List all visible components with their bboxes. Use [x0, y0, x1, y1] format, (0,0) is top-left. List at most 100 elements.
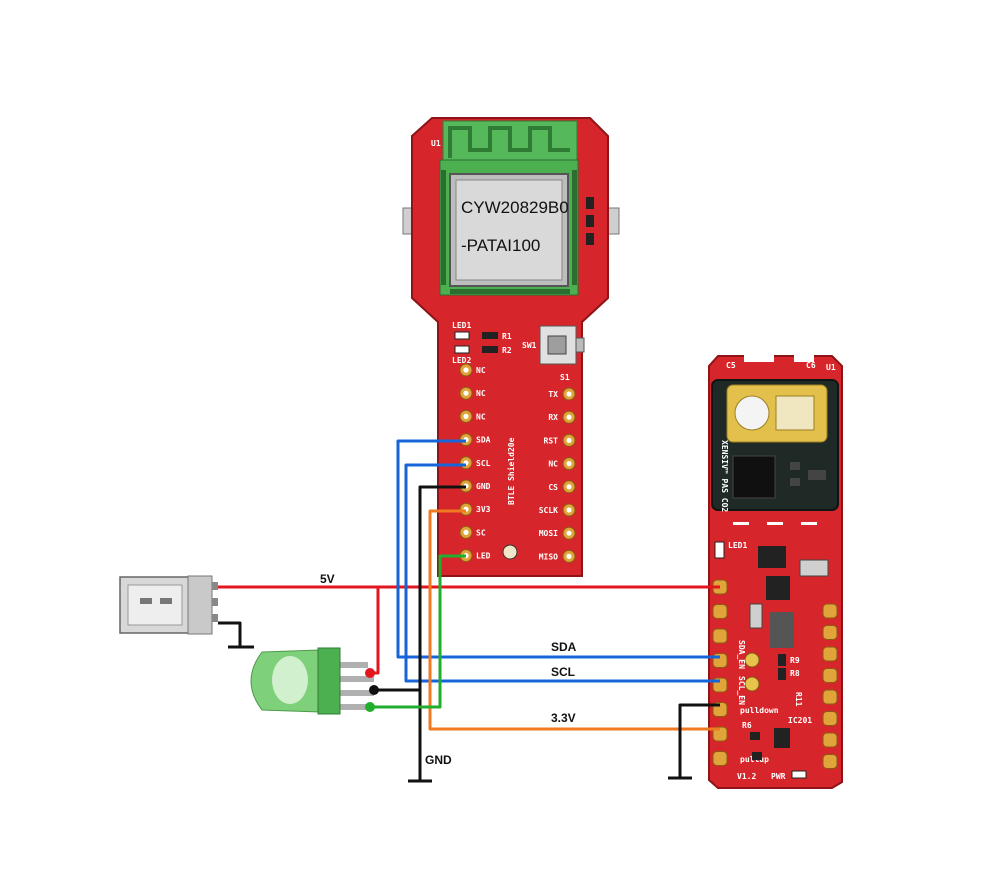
capacitor	[586, 233, 594, 245]
usb-pin	[212, 598, 218, 606]
led2-footprint	[454, 345, 470, 354]
silk-c6: C6	[806, 361, 816, 370]
left-pin-label: 3V3	[476, 505, 491, 514]
push-button-actuator	[575, 337, 585, 353]
scl-en-jumper	[744, 676, 760, 692]
right-pin-hole	[566, 391, 572, 397]
junction-led	[365, 702, 375, 712]
usb-a-plug	[119, 575, 218, 635]
silk-scl-en: SCL_EN	[737, 676, 746, 705]
left-pin-label: NC	[476, 366, 486, 375]
silk-sda-en: SDA_EN	[737, 640, 746, 669]
driver-ic	[766, 576, 790, 600]
usb-housing	[187, 575, 213, 635]
chip-label-line2: -PATAI100	[461, 236, 540, 255]
status-led	[714, 541, 725, 559]
wire-5v-to-led	[370, 587, 380, 675]
board-notch	[744, 354, 774, 362]
board-title: BTLE Shield20e	[506, 437, 516, 505]
right-pin-hole	[566, 461, 572, 467]
regulator	[758, 546, 786, 568]
junction-gnd	[369, 685, 379, 695]
wire-3v3	[428, 509, 720, 731]
left-pin-label: LED	[476, 552, 491, 561]
rf-shield-can-top	[455, 179, 563, 281]
left-pin-hole	[463, 367, 469, 373]
silk-led2: LED2	[452, 356, 471, 365]
wire-scl	[404, 463, 720, 683]
sensor-right-pad	[822, 732, 838, 748]
usb-pin	[212, 614, 218, 622]
usb-slot	[140, 598, 152, 604]
smd-part	[752, 752, 762, 760]
inductor	[770, 612, 794, 648]
silk-u1: U1	[431, 139, 441, 148]
sensor-right-pad	[822, 754, 838, 769]
resistor-r2	[482, 346, 498, 353]
right-pin-label: MISO	[539, 552, 558, 561]
right-pin-label: RX	[548, 413, 558, 422]
silk-r6: R6	[742, 721, 752, 730]
board-notch	[794, 354, 814, 362]
silk-c5: C5	[726, 361, 736, 370]
label-scl: SCL	[551, 665, 575, 679]
silk-version: V1.2	[737, 772, 756, 781]
led-glow	[272, 656, 308, 704]
wire-gnd	[418, 485, 466, 780]
ic201	[774, 728, 790, 748]
right-pin-hole	[566, 414, 572, 420]
led-flange	[317, 647, 341, 715]
silk-pwr: PWR	[771, 772, 786, 781]
wire-usb-gnd	[218, 621, 242, 646]
left-pin-label: NC	[476, 389, 486, 398]
right-pin-label: TX	[548, 390, 558, 399]
capacitor	[586, 215, 594, 227]
antenna-trace	[448, 126, 570, 158]
ble-shield-board: CYW20829B0 -PATAI100 U1 LED1 LED2 R1 R2 …	[402, 117, 620, 577]
sensor-left-pad	[712, 628, 728, 644]
right-pin-label: RST	[544, 436, 559, 445]
sensor-left-pad	[712, 751, 728, 766]
right-pin-hole	[566, 484, 572, 490]
right-pin-hole	[566, 553, 572, 560]
sensor-right-pad	[822, 646, 838, 662]
wire-sda	[396, 439, 720, 659]
silk-r8: R8	[790, 669, 800, 678]
module-castellations	[441, 170, 577, 294]
left-pin-label: SDA	[476, 436, 491, 445]
right-pin-label: MOSI	[539, 529, 558, 538]
usb-pin	[212, 582, 218, 590]
led-lead	[338, 704, 370, 710]
microphone	[502, 544, 518, 560]
smd-part	[750, 732, 760, 740]
silk-sensor-u1: U1	[826, 363, 836, 372]
sensor-right-pad	[822, 603, 838, 619]
sensor-smd	[790, 478, 800, 486]
left-pin-hole	[463, 390, 469, 396]
right-pin-label: CS	[548, 483, 558, 492]
silk-led1-sensor: LED1	[728, 541, 747, 550]
capacitor-large	[749, 603, 763, 629]
right-pin-hole	[566, 530, 572, 536]
sensor-smd	[790, 462, 800, 470]
left-pin-hole	[463, 529, 469, 536]
left-pin-hole	[463, 413, 469, 419]
sensor-right-pad	[822, 668, 838, 683]
right-pin-hole	[566, 437, 572, 443]
crystal	[799, 559, 829, 577]
sensor-smd	[808, 470, 826, 480]
silk-pulldown: pulldown	[740, 706, 779, 715]
label-sda: SDA	[551, 640, 577, 654]
silk-led1: LED1	[452, 321, 471, 330]
sensor-label-qr	[775, 395, 815, 431]
silk-r9: R9	[790, 656, 800, 665]
push-button-cap	[547, 335, 567, 355]
silk-s1: S1	[560, 373, 570, 382]
resistor-r1	[482, 332, 498, 339]
right-pin-hole	[566, 507, 572, 513]
sensor-right-pad	[822, 625, 838, 640]
sensor-right-pad	[822, 689, 838, 705]
left-pin-label: NC	[476, 412, 486, 421]
